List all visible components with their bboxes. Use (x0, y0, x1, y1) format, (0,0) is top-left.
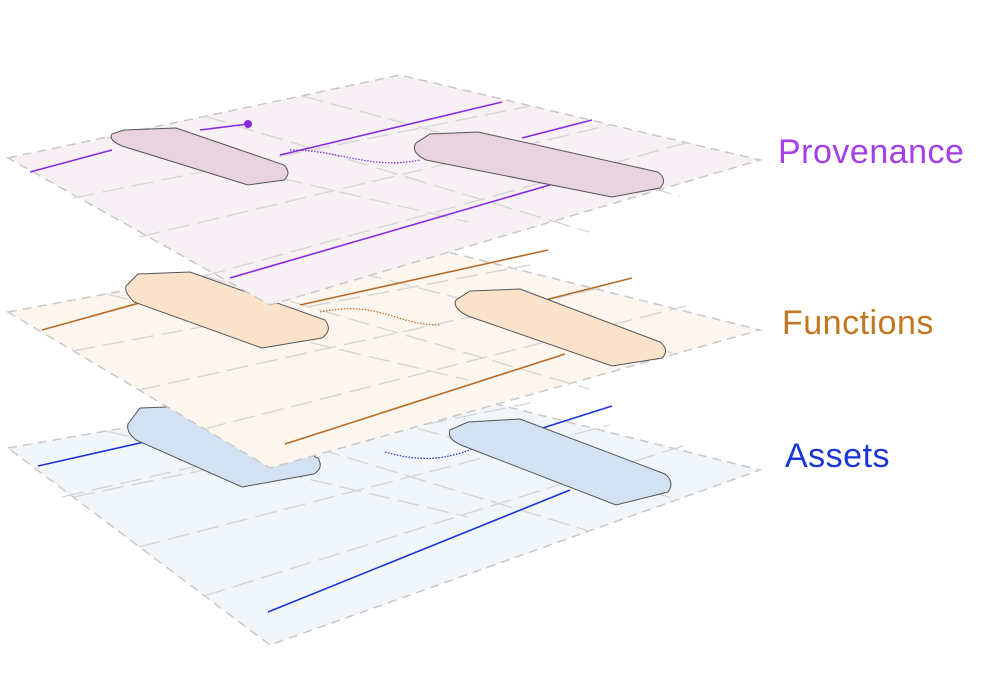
functions-line-3 (544, 277, 633, 301)
functions-label: Functions (782, 304, 934, 342)
provenance-line-4 (521, 119, 593, 139)
assets-line-3 (267, 489, 571, 613)
functions-box-left (125, 271, 329, 349)
provenance-line-2 (199, 123, 249, 131)
provenance-node-dot (244, 120, 252, 128)
functions-line-1 (41, 299, 151, 331)
provenance-plane (5, 74, 763, 306)
provenance-line-5 (229, 181, 561, 279)
provenance-line-3 (279, 101, 503, 156)
assets-curve (384, 447, 476, 459)
provenance-layer (5, 74, 763, 306)
assets-box-right (448, 418, 672, 506)
provenance-label: Provenance (778, 133, 964, 171)
provenance-line-1 (29, 149, 113, 173)
functions-curve (319, 308, 441, 326)
provenance-curve (289, 149, 421, 164)
functions-line-2 (299, 249, 549, 306)
assets-layer (6, 379, 763, 646)
functions-layer (5, 239, 763, 469)
functions-connections (41, 249, 633, 445)
functions-box-right (454, 288, 666, 367)
provenance-connections (29, 101, 593, 279)
provenance-box-left (110, 127, 289, 186)
provenance-box-right (413, 131, 664, 198)
functions-line-4 (284, 353, 566, 445)
assets-label: Assets (785, 437, 890, 475)
